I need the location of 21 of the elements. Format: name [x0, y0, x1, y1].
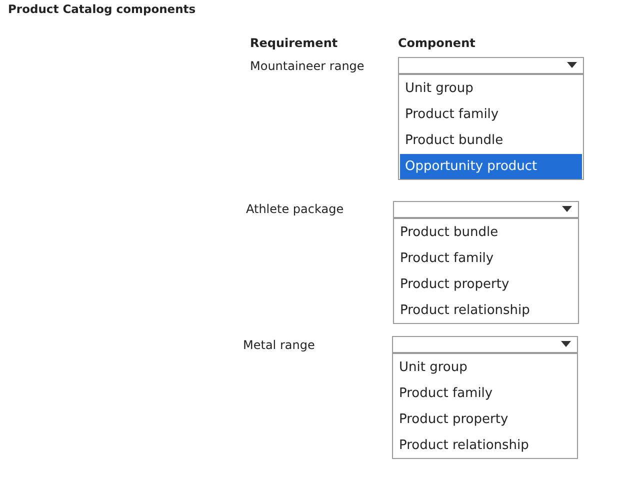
dropdown-option: Product property	[394, 407, 576, 432]
dropdown-option: Product family	[394, 381, 576, 406]
requirement-label: Mountaineer range	[250, 59, 364, 73]
column-header: Component	[398, 36, 476, 50]
dropdown-option: Product bundle	[395, 220, 577, 245]
dropdown-option: Product relationship	[394, 433, 576, 458]
dropdown-list	[393, 218, 579, 324]
dropdown-list	[398, 74, 584, 180]
dropdown-option: Product family	[395, 246, 577, 271]
title: Product Catalog components	[8, 2, 196, 16]
requirement-label: Athlete package	[246, 202, 344, 216]
dropdown-list	[392, 353, 578, 459]
column-header: Requirement	[250, 36, 338, 50]
dropdown-option: Unit group	[394, 355, 576, 380]
dropdown-option: Product relationship	[395, 298, 577, 323]
dropdown-option: Product family	[400, 102, 582, 127]
dropdown-option: Product property	[395, 272, 577, 297]
requirement-label: Metal range	[243, 338, 315, 352]
dropdown-option: Opportunity product	[400, 154, 582, 179]
dropdown-option: Unit group	[400, 76, 582, 101]
dropdown-option: Product bundle	[400, 128, 582, 153]
